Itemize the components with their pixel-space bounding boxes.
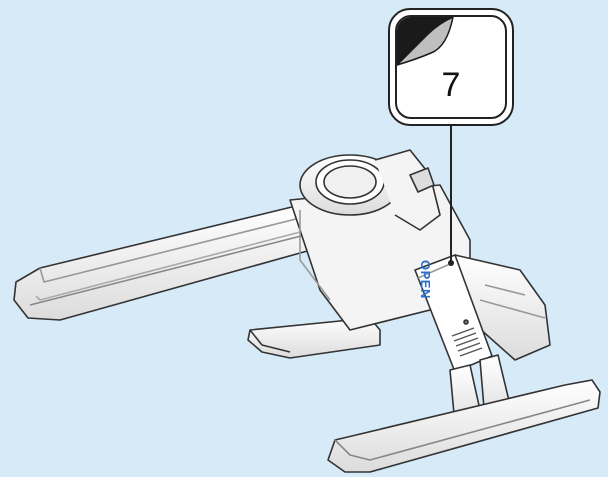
open-label: OPEN <box>418 260 433 299</box>
callout-number: 7 <box>397 66 505 105</box>
callout-box: 7 <box>388 8 514 126</box>
shank-arm <box>14 205 320 320</box>
callout-inner: 7 <box>395 15 507 119</box>
